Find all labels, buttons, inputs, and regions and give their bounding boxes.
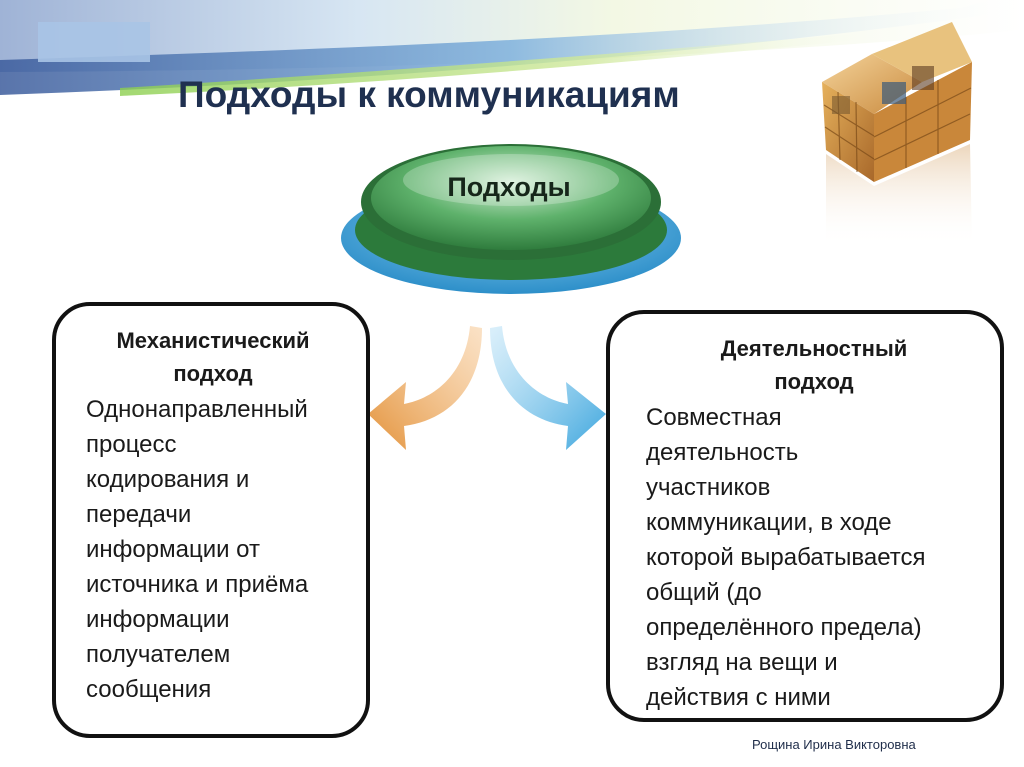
arrow-right-icon [490,326,606,450]
card-mechanistic: Механистический подход Однонаправленный … [52,302,370,738]
card-activity-title: Деятельностный подход [720,336,908,394]
card-mechanistic-title: Механистический подход [116,328,310,386]
author-footer: Рощина Ирина Викторовна [752,737,916,752]
center-node [341,144,681,294]
card-activity-text: Совместная деятельность участников комму… [646,404,926,711]
card-activity: Деятельностный подход Совместная деятель… [606,310,1004,722]
slide-title: Подходы к коммуникациям [178,74,680,115]
arrows [368,326,606,450]
card-mechanistic-text: Однонаправленный процесс кодирования и п… [86,396,309,703]
arrow-left-icon [368,326,482,450]
cube-illustration [822,22,972,247]
center-label: Подходы [447,172,571,202]
